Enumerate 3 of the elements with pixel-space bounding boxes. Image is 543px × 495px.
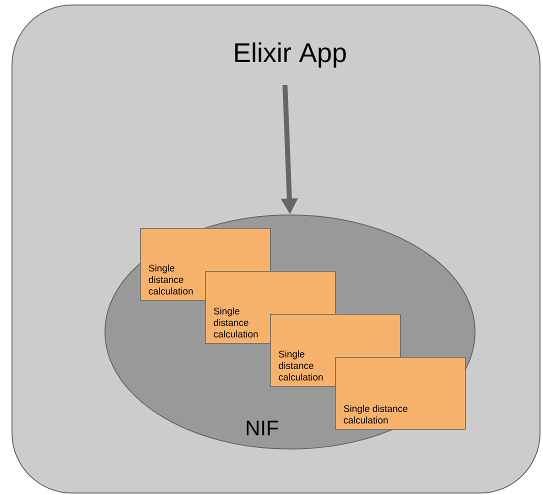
box-title: Elixir App [235, 42, 346, 68]
ellipse-label: NIF [246, 420, 278, 436]
process-card: Single distance calculation [335, 357, 466, 430]
